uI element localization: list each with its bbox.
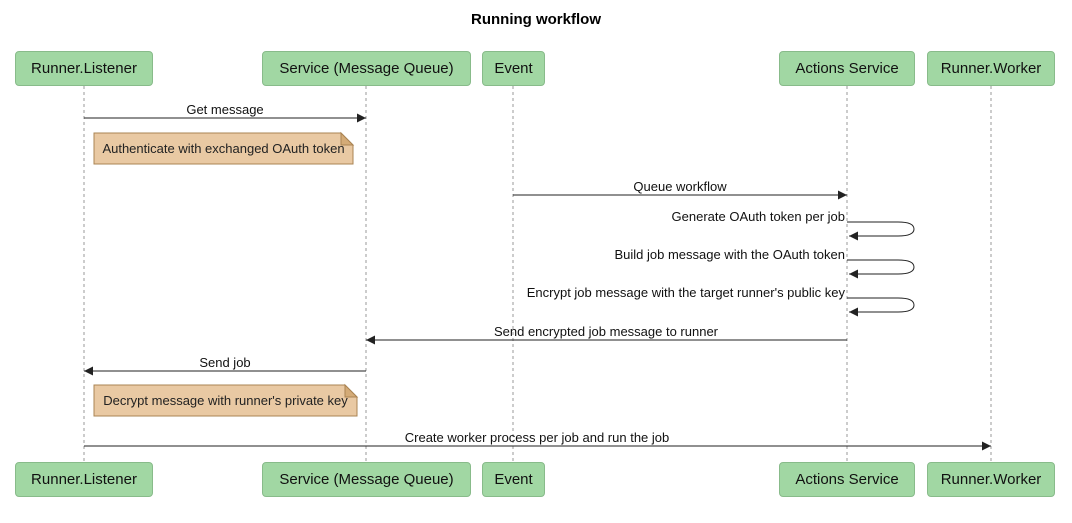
note-shapes	[93, 131, 359, 417]
note-decrypt-private-key: Decrypt message with runner's private ke…	[103, 392, 348, 408]
arrow-self-generate-oauth-token	[847, 221, 915, 241]
message-label-send-encrypted-job-message: Send encrypted job message to runner	[493, 324, 719, 339]
participant-top-runner-worker: Runner.Worker	[927, 51, 1055, 86]
participant-bottom-service-message-queue: Service (Message Queue)	[262, 462, 471, 497]
note-fold-decrypt	[344, 383, 359, 398]
message-label-build-job-message: Build job message with the OAuth token	[614, 247, 845, 262]
participant-label: Actions Service	[795, 471, 899, 488]
message-arrows	[84, 113, 991, 451]
participant-top-service-message-queue: Service (Message Queue)	[262, 51, 471, 86]
participant-label: Runner.Listener	[31, 60, 137, 77]
participant-bottom-runner-listener: Runner.Listener	[15, 462, 153, 497]
arrow-self-encrypt-job-message	[847, 297, 915, 317]
note-fold-authenticate	[340, 131, 355, 146]
participant-label: Service (Message Queue)	[279, 471, 454, 488]
participant-label: Event	[494, 471, 533, 488]
participant-label: Runner.Worker	[940, 471, 1042, 488]
message-label-get-message: Get message	[186, 102, 264, 117]
participant-top-actions-service: Actions Service	[779, 51, 915, 86]
participant-top-event: Event	[482, 51, 545, 86]
participant-label: Actions Service	[795, 60, 899, 77]
message-label-encrypt-job-message: Encrypt job message with the target runn…	[526, 285, 845, 300]
message-label-create-worker-process: Create worker process per job and run th…	[404, 430, 670, 445]
participant-label: Event	[494, 60, 533, 77]
lifelines	[83, 86, 992, 462]
arrow-self-build-job-message	[847, 259, 915, 279]
message-label-send-job: Send job	[199, 355, 251, 370]
participant-bottom-actions-service: Actions Service	[779, 462, 915, 497]
participant-bottom-runner-worker: Runner.Worker	[927, 462, 1055, 497]
participant-label: Runner.Worker	[940, 60, 1042, 77]
message-label-queue-workflow: Queue workflow	[633, 179, 727, 194]
participant-bottom-event: Event	[482, 462, 545, 497]
participant-label: Service (Message Queue)	[279, 60, 454, 77]
note-shape-authenticate	[93, 132, 354, 165]
note-authenticate-oauth: Authenticate with exchanged OAuth token	[102, 140, 345, 156]
message-label-generate-oauth-token: Generate OAuth token per job	[671, 209, 845, 224]
participant-label: Runner.Listener	[31, 471, 137, 488]
note-shape-decrypt	[93, 384, 358, 417]
participant-top-runner-listener: Runner.Listener	[15, 51, 153, 86]
diagram-title: Running workflow	[471, 11, 601, 28]
